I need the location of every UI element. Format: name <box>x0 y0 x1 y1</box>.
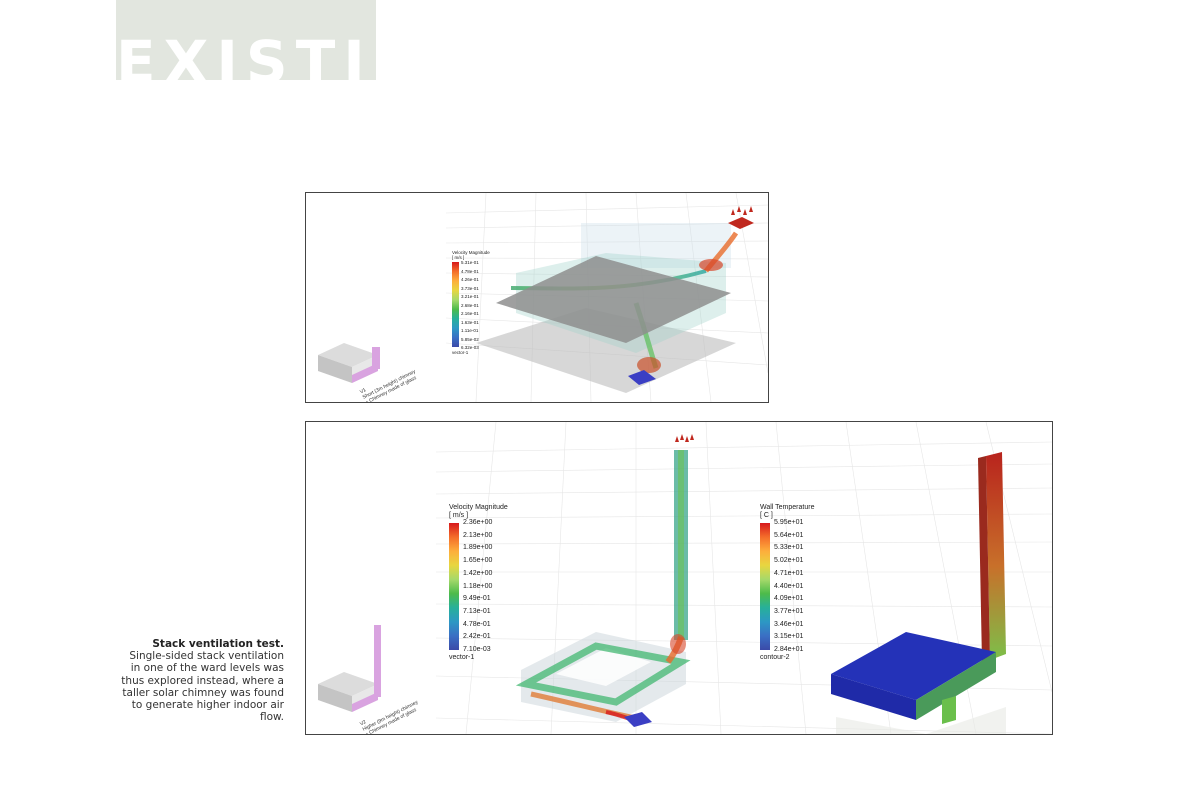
legend-tick: 3.15e+01 <box>774 633 804 641</box>
model-thumbnail-tall <box>318 625 381 712</box>
legend-tick: 6.32e-03 <box>461 345 479 350</box>
legend-tick: 3.46e+01 <box>774 620 804 628</box>
legend-tick: 4.09e+01 <box>774 595 804 603</box>
legend-footer: vector-1 <box>452 350 469 355</box>
legend-tick: 5.85e-02 <box>461 336 479 342</box>
velocity-vectors <box>515 450 691 724</box>
cfd-render-tall-chimney <box>318 422 1052 734</box>
legend-colorbar <box>452 262 459 347</box>
outlet-arrows <box>675 434 694 442</box>
legend-tick: 2.16e-01 <box>461 311 479 316</box>
legend-tick: 5.95e+01 <box>774 519 804 526</box>
inlet-patch <box>628 370 656 385</box>
temperature-model <box>831 452 1006 734</box>
legend-tick: 2.13e+00 <box>463 531 493 539</box>
legend-tick: 5.31e-01 <box>461 260 479 265</box>
legend-footer: vector-1 <box>449 654 475 661</box>
legend-tick: 1.63e-01 <box>461 319 479 325</box>
legend-velocity-bottom: Velocity Magnitude [ m/s ] 2.36e+00 2.13… <box>449 504 529 674</box>
legend-tick: 4.71e+01 <box>774 569 804 577</box>
figure-caption: Stack ventilation test. Single-sided sta… <box>120 638 284 723</box>
legend-tick: 2.42e-01 <box>463 633 491 641</box>
legend-tick: 1.42e+00 <box>463 569 493 577</box>
caption-body: Single-sided stack ventilation in one of… <box>121 650 284 724</box>
upper-slab <box>496 256 731 343</box>
legend-unit: [ m/s ] <box>452 255 465 260</box>
cfd-render-short-chimney <box>318 193 768 402</box>
legend-velocity-top: Velocity Magnitude [ m/s ] 5.31e-01 4.78… <box>452 250 512 370</box>
legend-tick: 1.65e+00 <box>463 557 493 565</box>
legend-colorbar <box>760 523 770 650</box>
legend-tick: 3.73e-01 <box>461 285 479 291</box>
legend-tick: 5.33e+01 <box>774 544 804 552</box>
legend-title: Wall Temperature <box>760 504 815 511</box>
legend-tick: 4.26e-01 <box>461 277 479 282</box>
legend-footer: contour-2 <box>760 654 790 661</box>
legend-tick: 9.49e-01 <box>463 595 491 603</box>
legend-tick: 1.18e+00 <box>463 582 493 590</box>
page-title: EXISTING <box>116 30 386 80</box>
inlet-patch <box>624 712 652 727</box>
legend-tick: 2.84e+01 <box>774 646 804 653</box>
legend-temperature: Wall Temperature [ C ] 5.95e+01 5.64e+01… <box>760 504 840 674</box>
caption-title: Stack ventilation test. <box>152 638 284 650</box>
legend-tick: 7.13e-01 <box>463 607 491 615</box>
legend-title: Velocity Magnitude <box>449 504 508 511</box>
legend-tick: 4.78e-01 <box>461 268 479 274</box>
legend-tick: 1.11e-01 <box>461 328 479 333</box>
legend-colorbar <box>449 523 459 650</box>
legend-tick: 2.36e+00 <box>463 519 493 526</box>
lower-slab <box>476 308 736 393</box>
legend-tick: 5.02e+01 <box>774 557 804 565</box>
header-band <box>116 0 376 80</box>
legend-tick: 7.10e-03 <box>463 646 491 653</box>
legend-unit: [ m/s ] <box>449 512 469 519</box>
legend-tick: 4.78e-01 <box>463 620 491 628</box>
model-thumbnail-short <box>318 343 380 383</box>
legend-tick: 2.68e-01 <box>461 302 479 308</box>
cfd-figure-short-chimney: Velocity Magnitude [ m/s ] 5.31e-01 4.78… <box>305 192 769 403</box>
legend-tick: 1.89e+00 <box>463 544 493 552</box>
chimney-outlet <box>728 217 754 229</box>
legend-unit: [ C ] <box>760 512 773 519</box>
legend-tick: 5.64e+01 <box>774 531 804 539</box>
legend-tick: 3.77e+01 <box>774 607 804 615</box>
legend-tick: 4.40e+01 <box>774 582 804 590</box>
outlet-arrows <box>731 206 753 215</box>
legend-tick: 3.21e-01 <box>461 294 479 299</box>
legend-title: Velocity Magnitude <box>452 250 490 255</box>
cfd-figure-tall-chimney: Velocity Magnitude [ m/s ] 2.36e+00 2.13… <box>305 421 1053 735</box>
